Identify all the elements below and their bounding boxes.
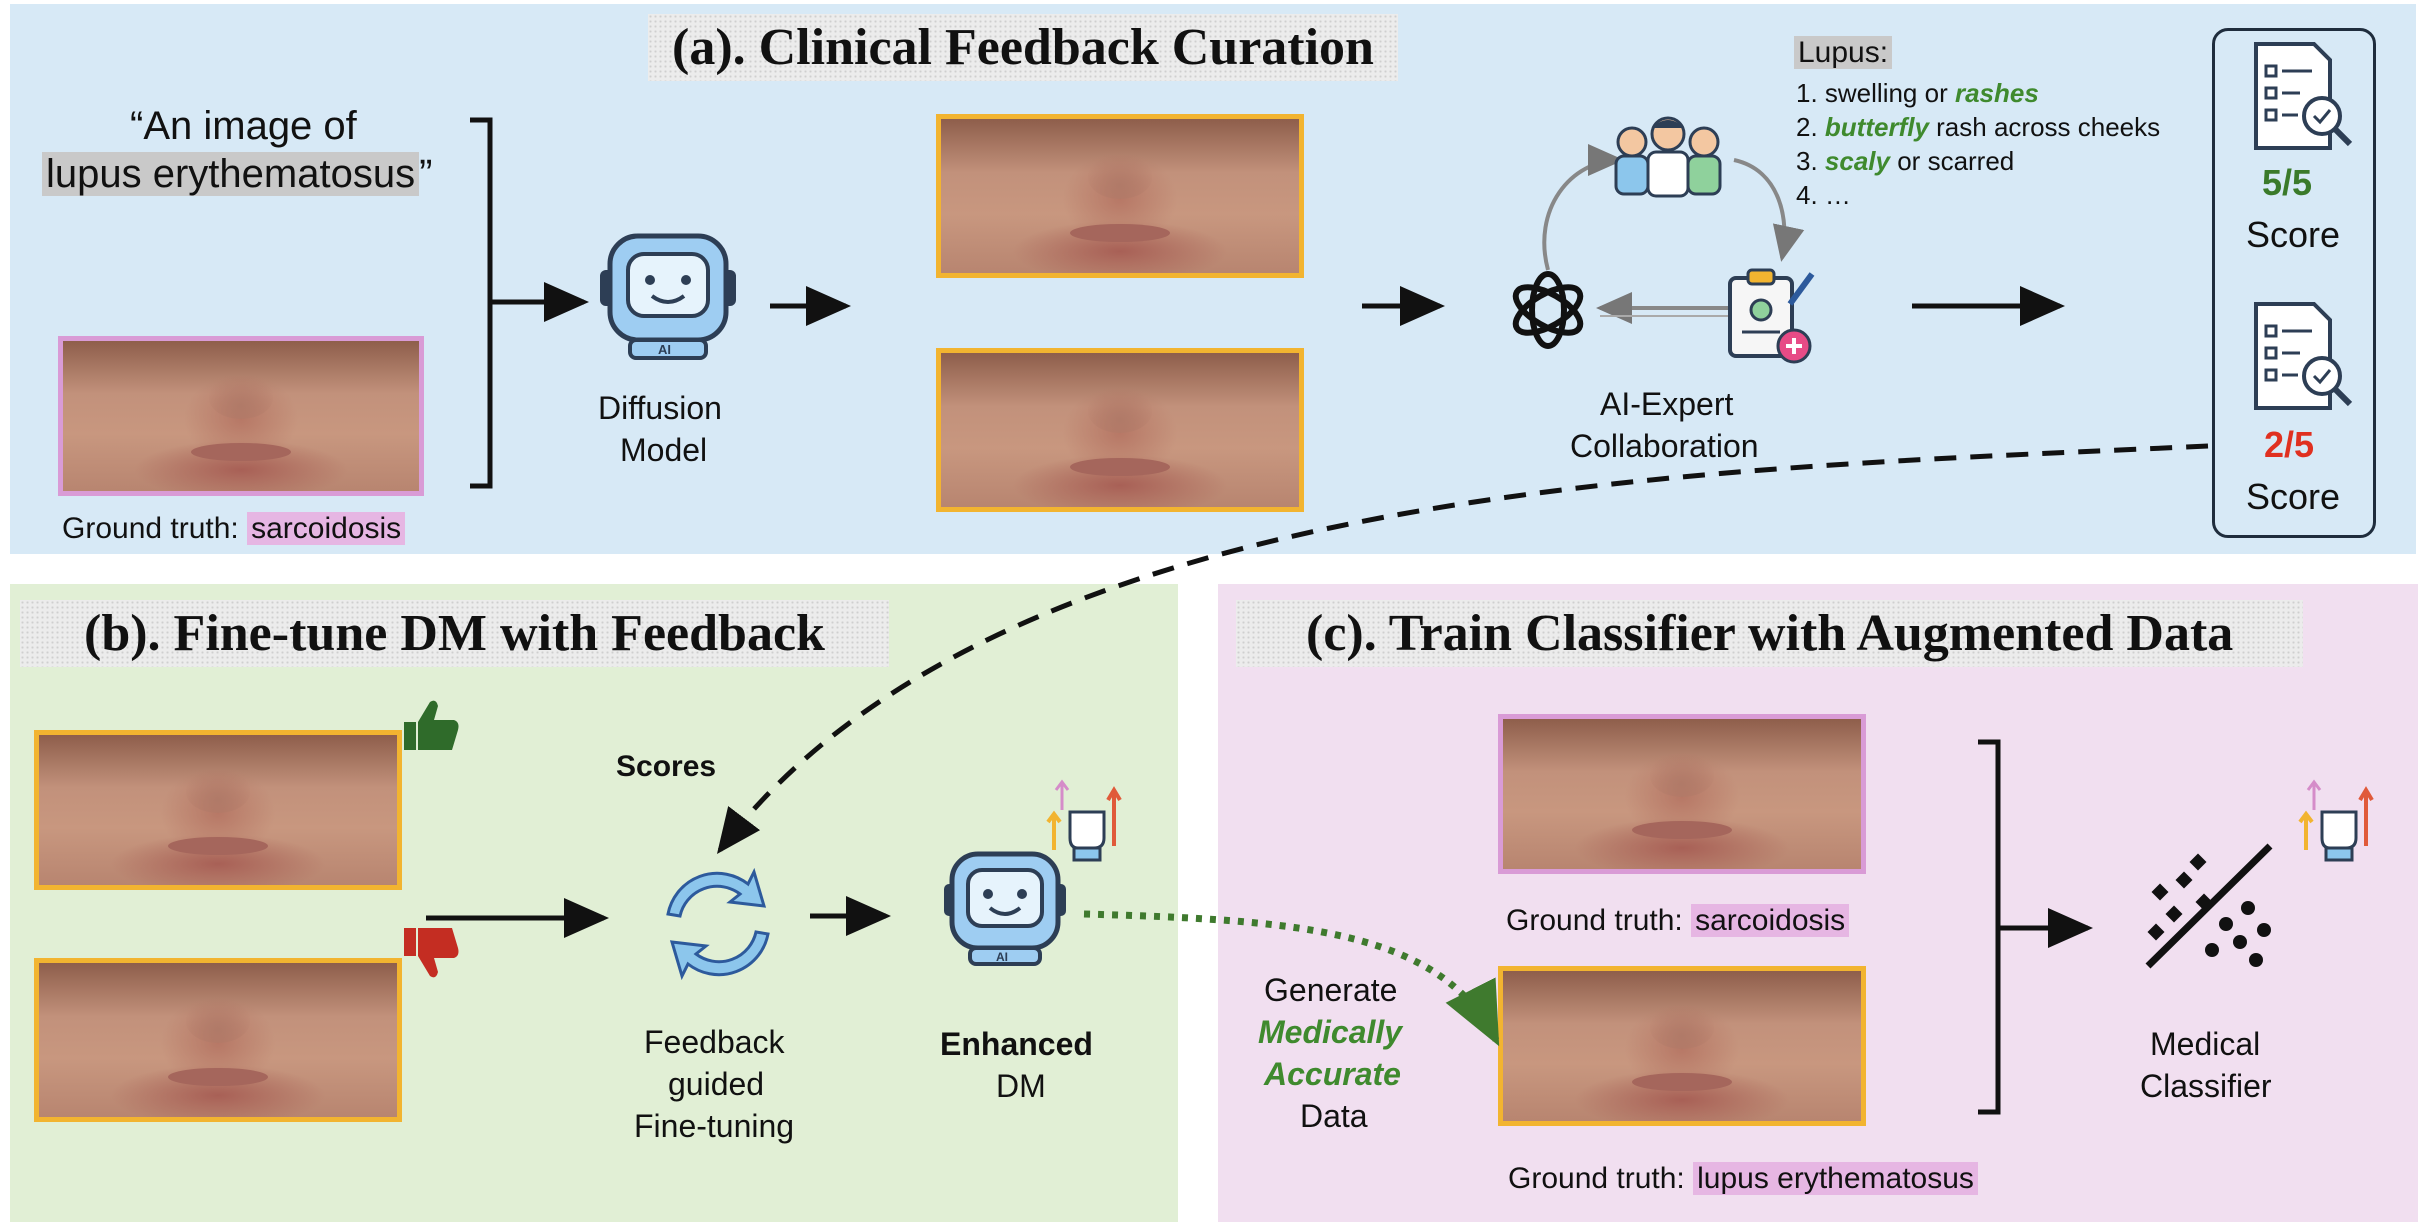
panel-c-title: (c). Train Classifier with Augmented Dat… [1236,600,2304,667]
criteria-item-1: 1. swelling or rashes [1796,78,2039,108]
panel-a-title: (a). Clinical Feedback Curation [648,14,1398,81]
score-low: 2/5 [2264,424,2315,465]
medical-team-icon [1614,116,1722,198]
enhanced-label-2: DM [996,1068,1046,1104]
collab-label-1: AI-Expert [1600,386,1734,422]
data-bracket [1978,739,2008,1115]
medical-report-icon [1728,268,1815,364]
criteria-item-2: 2. butterfly rash across cheeks [1796,112,2161,142]
refresh-cycle-icon [666,867,770,981]
feedback-label-3: Fine-tuning [634,1108,795,1144]
generated-image-2 [936,348,1304,512]
diffusion-label-2: Model [620,432,708,468]
input-face-image [58,336,424,496]
ground-truth-c2: Ground truth: lupus erythematosus [1508,1162,1978,1196]
diffusion-label-1: Diffusion [598,390,722,426]
prompt-disease-highlight: lupus erythematosus [42,152,420,196]
cycle-arrow-left [1542,144,1624,271]
score-label-low: Score [2246,476,2341,517]
generate-dotted-arrow [1083,910,1500,1047]
ground-truth-value: sarcoidosis [247,512,406,545]
classifier-label-2: Classifier [2140,1068,2272,1104]
score-high: 5/5 [2262,162,2313,203]
prompt-line-1: “An image of [130,104,357,148]
enhanced-label-1: Enhanced [940,1026,1093,1062]
scores-feedback-dashed-arrow [716,443,2209,854]
prompt-line-2: lupus erythematosus” [42,152,432,197]
generate-line-2: Medically [1258,1014,1403,1050]
classifier-scatter-icon [2145,843,2273,969]
checklist-magnifier-icon [2254,302,2353,410]
classifier-label-1: Medical [2150,1026,2261,1062]
ground-truth-c2-value: lupus erythematosus [1693,1162,1978,1195]
generate-line-3: Accurate [1264,1056,1401,1092]
robot-ai-icon: AI [600,233,736,360]
ground-truth-a: Ground truth: sarcoidosis [62,512,406,546]
ground-truth-label: Ground truth: [62,512,239,545]
input-bracket [470,117,500,489]
feedback-label-1: Feedback [644,1024,785,1060]
cycle-arrow-right [1733,158,1805,262]
scores-label: Scores [616,750,717,783]
real-image [1498,714,1866,874]
svg-text:AI: AI [658,342,671,357]
generated-image-1 [936,114,1304,278]
panel-b-title: (b). Fine-tune DM with Feedback [20,600,889,667]
synthetic-image [1498,966,1866,1126]
ground-truth-c1: Ground truth: sarcoidosis [1506,904,1850,938]
svg-text:AI: AI [996,950,1008,964]
ground-truth-c1-value: sarcoidosis [1691,904,1850,937]
criteria-item-3: 3. scaly or scarred [1796,146,2015,176]
openai-logo-icon [1512,271,1584,349]
checklist-magnifier-icon [2254,42,2353,150]
criteria-item-4: 4. … [1796,180,1851,210]
collab-label-2: Collaboration [1570,428,1759,464]
generate-line-1: Generate [1264,972,1398,1008]
score-label-high: Score [2246,214,2341,255]
robot-ai-icon: AI [944,851,1066,966]
score-box [2212,28,2376,538]
prompt-close-quote: ” [419,152,433,196]
fist-arrows-icon [2298,779,2374,862]
thumbs-down-icon [404,928,459,978]
fist-arrows-icon [1046,779,1122,862]
thumbs-up-icon [404,700,459,750]
feedback-label-2: guided [668,1066,765,1102]
criteria-heading: Lupus: [1794,36,1893,70]
generate-line-4: Data [1300,1098,1368,1134]
preferred-image [34,730,402,890]
rejected-image [34,958,402,1122]
